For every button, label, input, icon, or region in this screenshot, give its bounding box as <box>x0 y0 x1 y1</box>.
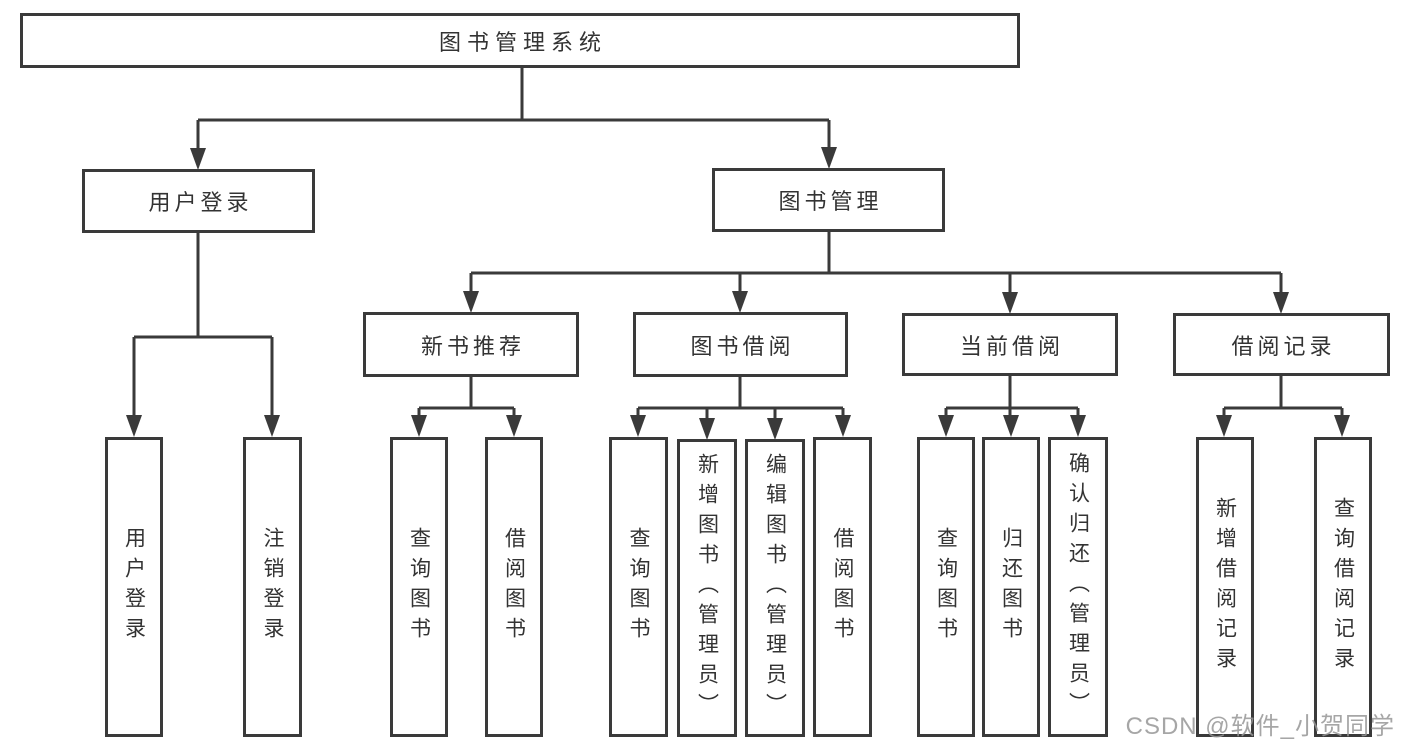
arrowhead <box>506 415 522 437</box>
node-current-borrow: 当前借阅 <box>902 313 1118 376</box>
node-user-login: 用户登录 <box>82 169 315 233</box>
leaf-user-login: 用户登录 <box>105 437 163 737</box>
node-book-management-system: 图书管理系统 <box>20 13 1020 68</box>
connector-root-to-level1 <box>196 68 831 150</box>
arrowhead <box>1002 292 1018 314</box>
leaf-borrow-book-recommend: 借阅图书 <box>485 437 543 737</box>
arrowhead <box>699 418 715 440</box>
arrowhead <box>732 291 748 313</box>
arrowheads-new-book-recommend <box>411 415 522 437</box>
connector-book-borrow-children <box>636 377 845 421</box>
node-borrow-record: 借阅记录 <box>1173 313 1390 376</box>
leaf-return-book: 归还图书 <box>982 437 1040 737</box>
arrowhead <box>938 415 954 437</box>
node-new-book-recommend: 新书推荐 <box>363 312 579 377</box>
arrowhead <box>411 415 427 437</box>
arrowhead <box>463 291 479 313</box>
connector-book-management-children <box>469 232 1283 295</box>
arrowheads-level2 <box>463 291 1289 314</box>
leaf-borrow-book: 借阅图书 <box>813 437 872 737</box>
leaf-query-book-recommend: 查询图书 <box>390 437 448 737</box>
arrowheads-user-login <box>126 415 280 437</box>
arrowhead <box>1003 415 1019 437</box>
leaf-query-book-borrow: 查询图书 <box>609 437 668 737</box>
leaf-logout: 注销登录 <box>243 437 302 737</box>
leaf-add-borrow-record: 新增借阅记录 <box>1196 437 1254 737</box>
connector-current-borrow-children <box>944 376 1080 419</box>
connector-user-login-children <box>132 233 274 418</box>
connector-borrow-record-children <box>1222 376 1344 419</box>
leaf-edit-book-admin: 编辑图书（管理员） <box>745 439 805 737</box>
arrowhead <box>630 415 646 437</box>
arrowheads-current-borrow <box>938 415 1086 437</box>
arrowhead <box>1070 415 1086 437</box>
arrowhead <box>264 415 280 437</box>
arrowheads-level1 <box>190 147 837 170</box>
leaf-query-borrow-record: 查询借阅记录 <box>1314 437 1372 737</box>
node-book-borrow: 图书借阅 <box>633 312 848 377</box>
node-book-management: 图书管理 <box>712 168 945 232</box>
arrowhead <box>190 148 206 170</box>
arrowhead <box>1216 415 1232 437</box>
arrowheads-borrow-record <box>1216 415 1350 437</box>
leaf-query-book-current: 查询图书 <box>917 437 975 737</box>
leaf-add-book-admin: 新增图书（管理员） <box>677 439 737 737</box>
leaf-confirm-return-admin: 确认归还（管理员） <box>1048 437 1108 737</box>
arrowhead <box>821 147 837 169</box>
arrowhead <box>1334 415 1350 437</box>
arrowhead <box>1273 292 1289 314</box>
connector-new-book-recommend-children <box>417 377 516 419</box>
arrowhead <box>767 418 783 440</box>
arrowhead <box>835 415 851 437</box>
arrowhead <box>126 415 142 437</box>
csdn-watermark: CSDN @软件_小贺同学 <box>1125 713 1395 740</box>
